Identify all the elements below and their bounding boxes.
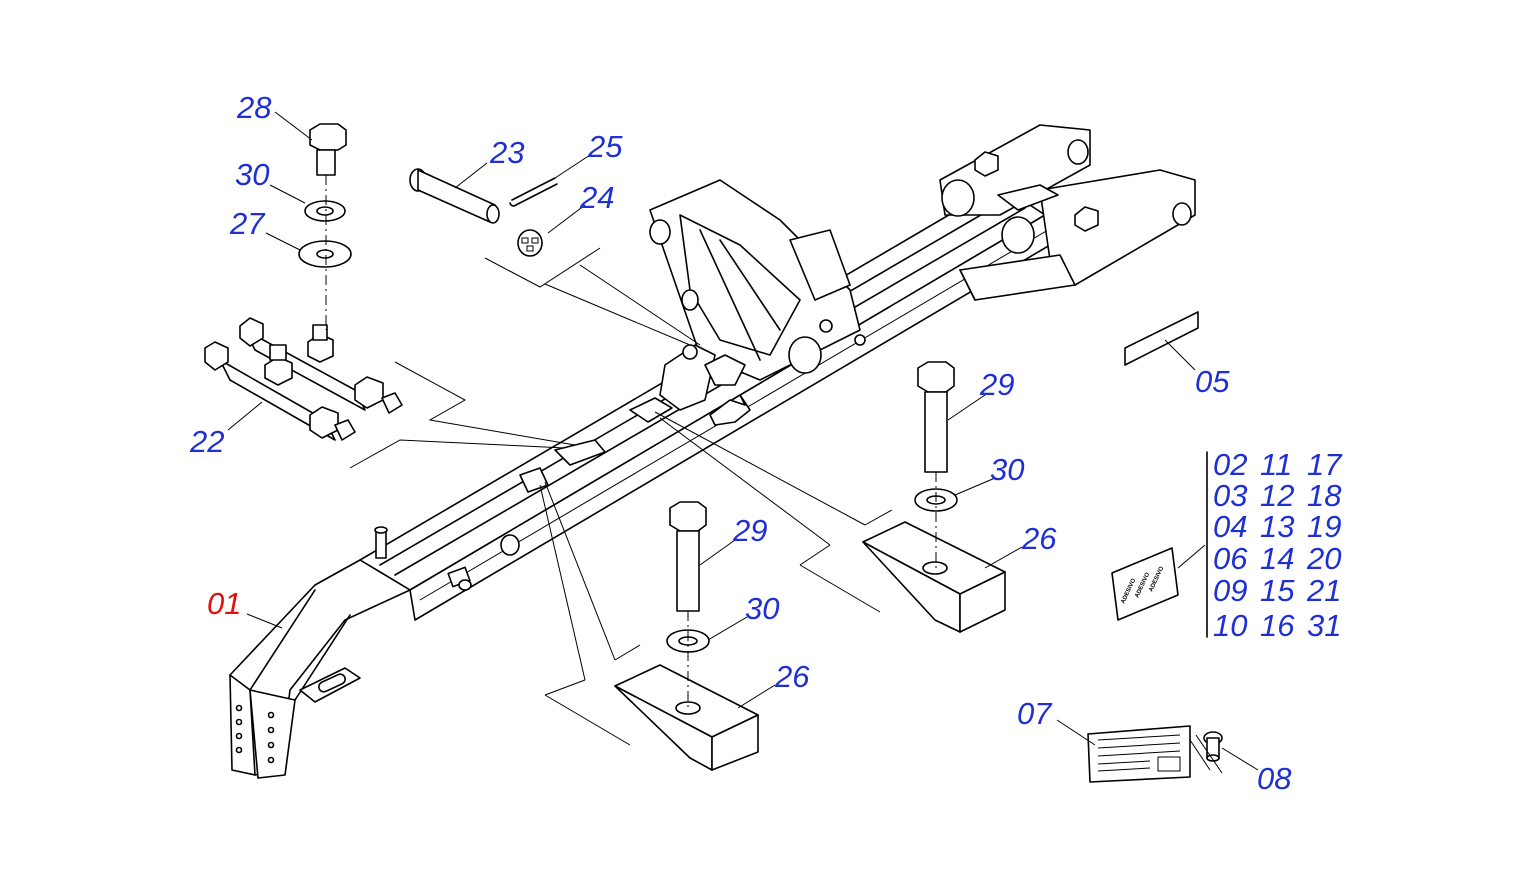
callout-07[interactable]: 07 [1017, 696, 1053, 731]
callout-18[interactable]: 18 [1307, 478, 1342, 513]
label-05-drawing[interactable] [1124, 311, 1199, 366]
callout-16[interactable]: 16 [1260, 608, 1295, 643]
callout-01[interactable]: 01 [207, 586, 241, 621]
callout-28[interactable]: 28 [236, 90, 272, 125]
callout-30-right[interactable]: 30 [990, 452, 1024, 487]
callout-06[interactable]: 06 [1213, 541, 1248, 576]
callout-29-middle[interactable]: 29 [732, 513, 767, 548]
callout-20[interactable]: 20 [1306, 541, 1341, 576]
castle-nut-drawing[interactable] [517, 229, 543, 257]
callout-21[interactable]: 21 [1306, 573, 1341, 608]
block-26-middle-drawing[interactable] [614, 664, 759, 771]
rivet-08-drawing[interactable] [1203, 731, 1223, 762]
callout-08[interactable]: 08 [1257, 761, 1292, 796]
callout-17[interactable]: 17 [1307, 447, 1343, 482]
callout-12[interactable]: 12 [1260, 478, 1294, 513]
callout-02[interactable]: 02 [1213, 447, 1247, 482]
callout-29-right[interactable]: 29 [979, 367, 1014, 402]
adesivo-sticker-drawing[interactable]: ADESIVO ADESIVO ADESIVO [1111, 547, 1179, 621]
callout-30-middle[interactable]: 30 [745, 591, 779, 626]
callout-04[interactable]: 04 [1213, 509, 1247, 544]
callout-31[interactable]: 31 [1307, 608, 1341, 643]
callout-24[interactable]: 24 [579, 180, 614, 215]
callout-23[interactable]: 23 [489, 135, 524, 170]
callout-05[interactable]: 05 [1195, 364, 1230, 399]
assembly-lines [227, 111, 1259, 774]
callout-13[interactable]: 13 [1260, 509, 1294, 544]
main-frame-drawing[interactable] [229, 124, 1196, 779]
callout-22[interactable]: 22 [189, 424, 224, 459]
hydraulic-manifold-drawing[interactable] [204, 317, 403, 441]
callout-14[interactable]: 14 [1260, 541, 1294, 576]
bolt-29-right-drawing[interactable] [917, 361, 955, 473]
clip-drawing[interactable] [509, 177, 558, 207]
callout-19[interactable]: 19 [1307, 509, 1341, 544]
callout-30-top[interactable]: 30 [235, 157, 269, 192]
callout-26-middle[interactable]: 26 [774, 659, 810, 694]
callout-09[interactable]: 09 [1213, 573, 1247, 608]
block-26-right-drawing[interactable] [862, 521, 1006, 633]
callout-15[interactable]: 15 [1260, 573, 1295, 608]
callout-25[interactable]: 25 [587, 129, 623, 164]
callout-11[interactable]: 11 [1260, 447, 1292, 482]
bolt-29-middle-drawing[interactable] [669, 501, 707, 612]
sticker-part-list: 02 11 17 03 12 18 04 13 19 06 14 20 09 1… [1213, 447, 1343, 643]
callout-27[interactable]: 27 [229, 206, 266, 241]
pin-drawing[interactable] [409, 168, 500, 224]
callout-26-right[interactable]: 26 [1021, 521, 1057, 556]
id-plate-07-drawing[interactable] [1087, 725, 1191, 783]
bolt-28-drawing[interactable] [309, 123, 347, 176]
callout-10[interactable]: 10 [1213, 608, 1247, 643]
callout-03[interactable]: 03 [1213, 478, 1247, 513]
